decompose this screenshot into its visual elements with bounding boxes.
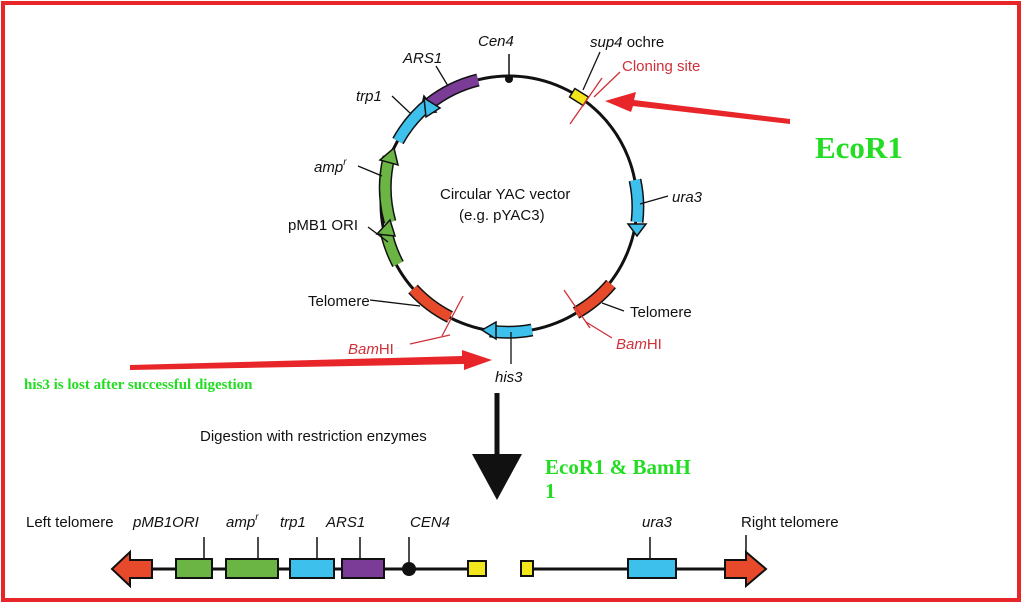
ars1-box — [341, 558, 385, 579]
trp1-box — [289, 558, 335, 579]
digestion-arrow-head — [472, 454, 522, 500]
amp-linear-main: amp — [226, 514, 255, 531]
ars1-label: ARS1 — [402, 50, 442, 67]
ura3-linear-label: ura3 — [642, 514, 673, 531]
bamhi-right-leader — [585, 321, 613, 339]
pmb1-box — [175, 558, 213, 579]
ars1-linear-label: ARS1 — [325, 514, 365, 531]
cen4-label: Cen4 — [478, 33, 514, 50]
cloning-site-leader — [593, 71, 621, 98]
bamhi-left-label: BamHI — [348, 341, 394, 358]
cloning-site-label: Cloning site — [622, 58, 700, 75]
sup4-box — [568, 87, 590, 107]
bamhi-right-rest: HI — [647, 336, 662, 353]
ecor1-arrow — [605, 92, 790, 124]
sup4-label: sup4 ochre — [590, 34, 664, 51]
ura3-box — [627, 558, 677, 579]
bamhi-right-cut — [563, 289, 591, 329]
telomere-right-leader — [601, 302, 625, 312]
his3-lost-arrow — [130, 350, 492, 370]
ecor1-bamh-annotation-line1: EcoR1 & BamH — [545, 455, 691, 479]
trp1-label: trp1 — [356, 88, 382, 105]
his3-arrowhead — [480, 320, 497, 341]
left-telomere-linear-label: Left telomere — [26, 514, 114, 531]
amp-linear-label: ampr — [226, 512, 259, 531]
ura3-segment-fill — [630, 178, 643, 223]
telomere-right-label: Telomere — [630, 304, 692, 321]
bamhi-left-rest: HI — [379, 341, 394, 358]
circle-title-line2: (e.g. pYAC3) — [459, 207, 545, 224]
bamhi-left-cut — [441, 295, 464, 337]
amp-label: ampr — [314, 157, 347, 176]
pmb1-linear-label: pMB1ORI — [132, 514, 199, 531]
his3-label: his3 — [495, 369, 523, 386]
left-yellow-box — [467, 560, 487, 577]
circle-title-line1: Circular YAC vector — [440, 186, 570, 203]
trp1-arrowhead — [423, 96, 442, 119]
right-telomere-segment-fill — [573, 280, 615, 318]
ura3-leader — [639, 195, 669, 205]
cloning-site-cut — [569, 77, 603, 125]
amp-arrowhead — [378, 146, 400, 167]
right-yellow-box — [520, 560, 534, 577]
telomere-left-label: Telomere — [308, 293, 370, 310]
amp-label-sup: r — [343, 157, 347, 168]
left-telomere-segment-fill — [409, 285, 453, 322]
amp-linear-sup: r — [255, 512, 259, 523]
ura3-arrowhead — [626, 223, 648, 238]
trp1-leader — [391, 95, 411, 114]
bamhi-right-italic: Bam — [616, 336, 647, 353]
bamhi-right-label: BamHI — [616, 336, 662, 353]
pmb1-label: pMB1 ORI — [288, 217, 358, 234]
cen4-dot-linear — [402, 562, 416, 576]
pmb1-arrowhead — [375, 218, 397, 237]
telomere-left-leader — [369, 299, 421, 307]
sup4-label-italic: sup4 — [590, 34, 623, 51]
ars1-leader — [435, 65, 449, 87]
cen4-linear-label: CEN4 — [410, 514, 450, 531]
sup4-leader — [582, 51, 601, 91]
trp1-linear-label: trp1 — [280, 514, 306, 531]
pmb1-leader — [367, 226, 389, 243]
ecor1-bamh-annotation-line2: 1 — [545, 479, 556, 503]
right-telomere-linear-label: Right telomere — [741, 514, 839, 531]
digestion-label: Digestion with restriction enzymes — [200, 428, 427, 445]
ura3-label: ura3 — [672, 189, 703, 206]
right-telomere-arrow — [724, 549, 768, 589]
bamhi-left-leader — [409, 334, 451, 345]
amp-box — [225, 558, 279, 579]
his3-lost-annotation: his3 is lost after successful digestion — [24, 377, 253, 393]
circular-vector: Circular YAC vector (e.g. pYAC3) Cen4 AR… — [288, 33, 703, 386]
bamhi-left-italic: Bam — [348, 341, 379, 358]
ecor1-annotation: EcoR1 — [815, 130, 903, 165]
amp-segment-fill — [380, 155, 395, 224]
sup4-label-rest: ochre — [623, 34, 665, 51]
amp-label-main: amp — [314, 159, 343, 176]
left-telomere-arrow — [110, 549, 153, 589]
linear-map: Left telomere pMB1ORI ampr trp1 ARS1 CEN… — [26, 512, 839, 589]
amp-leader — [357, 165, 383, 177]
